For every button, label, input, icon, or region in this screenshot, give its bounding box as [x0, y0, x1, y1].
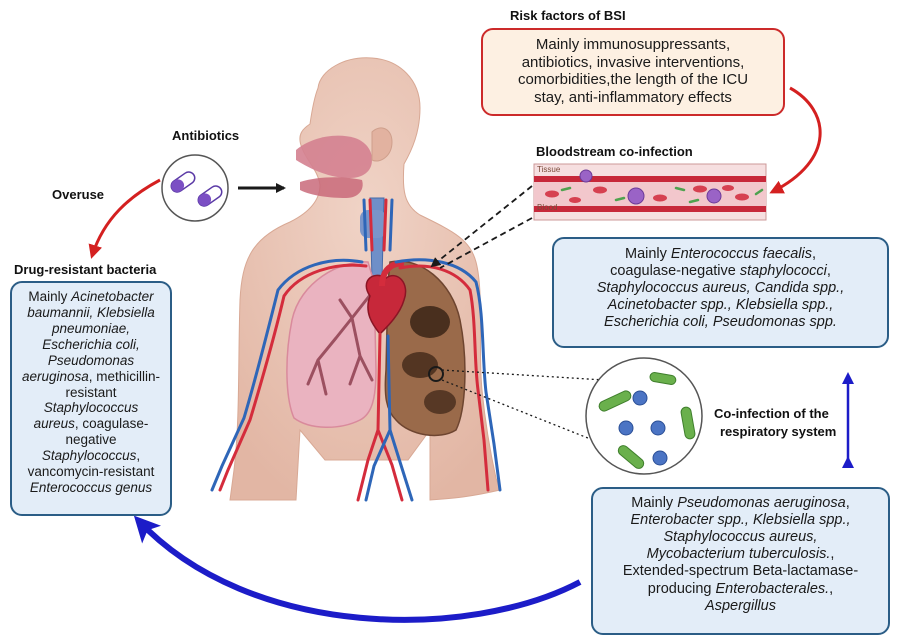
lesion-3	[424, 390, 456, 414]
risk-line: antibiotics, invasive interventions,	[521, 53, 745, 71]
heart	[365, 274, 407, 336]
dashed-connector-1	[430, 185, 533, 268]
text: Acinetobacter	[71, 289, 154, 304]
text: Enterobacter spp., Klebsiella spp.,	[630, 512, 851, 529]
text: Pseudomonas	[47, 352, 135, 368]
text: Extended-spectrum Beta-lactamase-	[622, 563, 859, 580]
mouth-cavity	[300, 177, 363, 198]
risk-line: Mainly immunosuppressants,	[535, 36, 731, 53]
text: ,	[826, 263, 831, 280]
drug-resistant-title: Drug-resistant bacteria	[14, 262, 157, 277]
veins	[210, 198, 502, 502]
text: Mainly	[28, 289, 72, 304]
risk-line: stay, anti-inflammatory effects	[534, 89, 732, 107]
text: Staphylococcus	[43, 400, 139, 416]
text: aeruginosa	[21, 368, 89, 384]
text: aureus	[33, 416, 75, 432]
text: Staphylococcus aureus,	[663, 529, 818, 546]
text: Staphylococcus aureus, Candida spp.,	[596, 280, 845, 297]
antibiotics-label: Antibiotics	[172, 128, 240, 143]
text: Aspergillus	[705, 597, 776, 614]
nasal-cavity	[296, 135, 372, 178]
human-torso-illustration	[210, 57, 502, 502]
feedback-arrow	[133, 515, 582, 623]
text: negative	[65, 432, 117, 448]
dotted-connector-2	[441, 379, 619, 451]
aorta	[379, 260, 405, 287]
text: Escherichia coli, Pseudomonas spp.	[604, 314, 837, 331]
left-bronchi	[306, 288, 376, 396]
overuse-label: Overuse	[52, 187, 105, 202]
respiratory-pathogens-icon	[585, 357, 703, 475]
text: Mainly	[631, 495, 678, 511]
text: staphylococci	[739, 263, 827, 280]
text: ,	[136, 448, 141, 464]
tissue-label: Tissue	[537, 165, 561, 174]
text: Escherichia coli,	[42, 336, 140, 352]
text: Mainly	[624, 246, 671, 262]
text: , coagulase-	[74, 416, 149, 432]
blood-vessel-illustration	[533, 163, 767, 221]
risk-factors-box: Mainly immunosuppressants, antibiotics, …	[481, 28, 785, 116]
respiratory-pathogens-box: Mainly Pseudomonas aeruginosa, Enterobac…	[591, 487, 890, 635]
text: Mycobacterium tuberculosis.	[646, 546, 831, 563]
risk-factors-title: Risk factors of BSI	[510, 8, 626, 23]
text: vancomycin-resistant	[27, 464, 155, 480]
text: , methicillin-	[88, 368, 161, 384]
dashed-connector-2	[439, 217, 533, 269]
text: coagulase-negative	[610, 263, 740, 280]
text: baumannii, Klebsiella	[27, 304, 155, 320]
text: ,	[829, 580, 834, 597]
text: Staphylococcus	[41, 448, 137, 464]
text: resistant	[65, 384, 117, 400]
lung-zoom-marker	[428, 366, 444, 382]
text: ,	[830, 546, 835, 563]
bloodstream-title: Bloodstream co-infection	[536, 144, 693, 159]
text: Enterococcus faecalis	[670, 246, 812, 262]
text: producing	[647, 580, 716, 597]
text: Enterobacterales.	[715, 580, 830, 597]
antibiotics-pill-icon	[161, 154, 229, 222]
risk-line: comorbidities,the length of the ICU	[517, 71, 749, 89]
arteries	[218, 198, 490, 502]
blood-label: Blood	[537, 203, 558, 212]
text: ,	[845, 495, 850, 511]
text: Pseudomonas aeruginosa	[677, 495, 846, 511]
dotted-connector-1	[441, 369, 605, 381]
ear	[371, 127, 393, 162]
text: Enterococcus genus	[29, 480, 153, 496]
drug-resistant-box: Mainly Acinetobacter baumannii, Klebsiel…	[10, 281, 172, 516]
respiratory-title-line1: Co-infection of the	[714, 406, 829, 421]
respiratory-title-line2: respiratory system	[720, 424, 837, 439]
lesion-1	[410, 306, 450, 338]
text: ,	[811, 246, 816, 262]
text: pneumoniae,	[51, 320, 131, 336]
risk-to-blood-arrow	[769, 86, 822, 194]
lesion-2	[402, 352, 438, 378]
bloodstream-pathogens-box: Mainly Enterococcus faecalis, coagulase-…	[552, 237, 889, 348]
overuse-arrow	[88, 178, 161, 259]
text: Acinetobacter spp., Klebsiella spp.,	[607, 297, 834, 314]
